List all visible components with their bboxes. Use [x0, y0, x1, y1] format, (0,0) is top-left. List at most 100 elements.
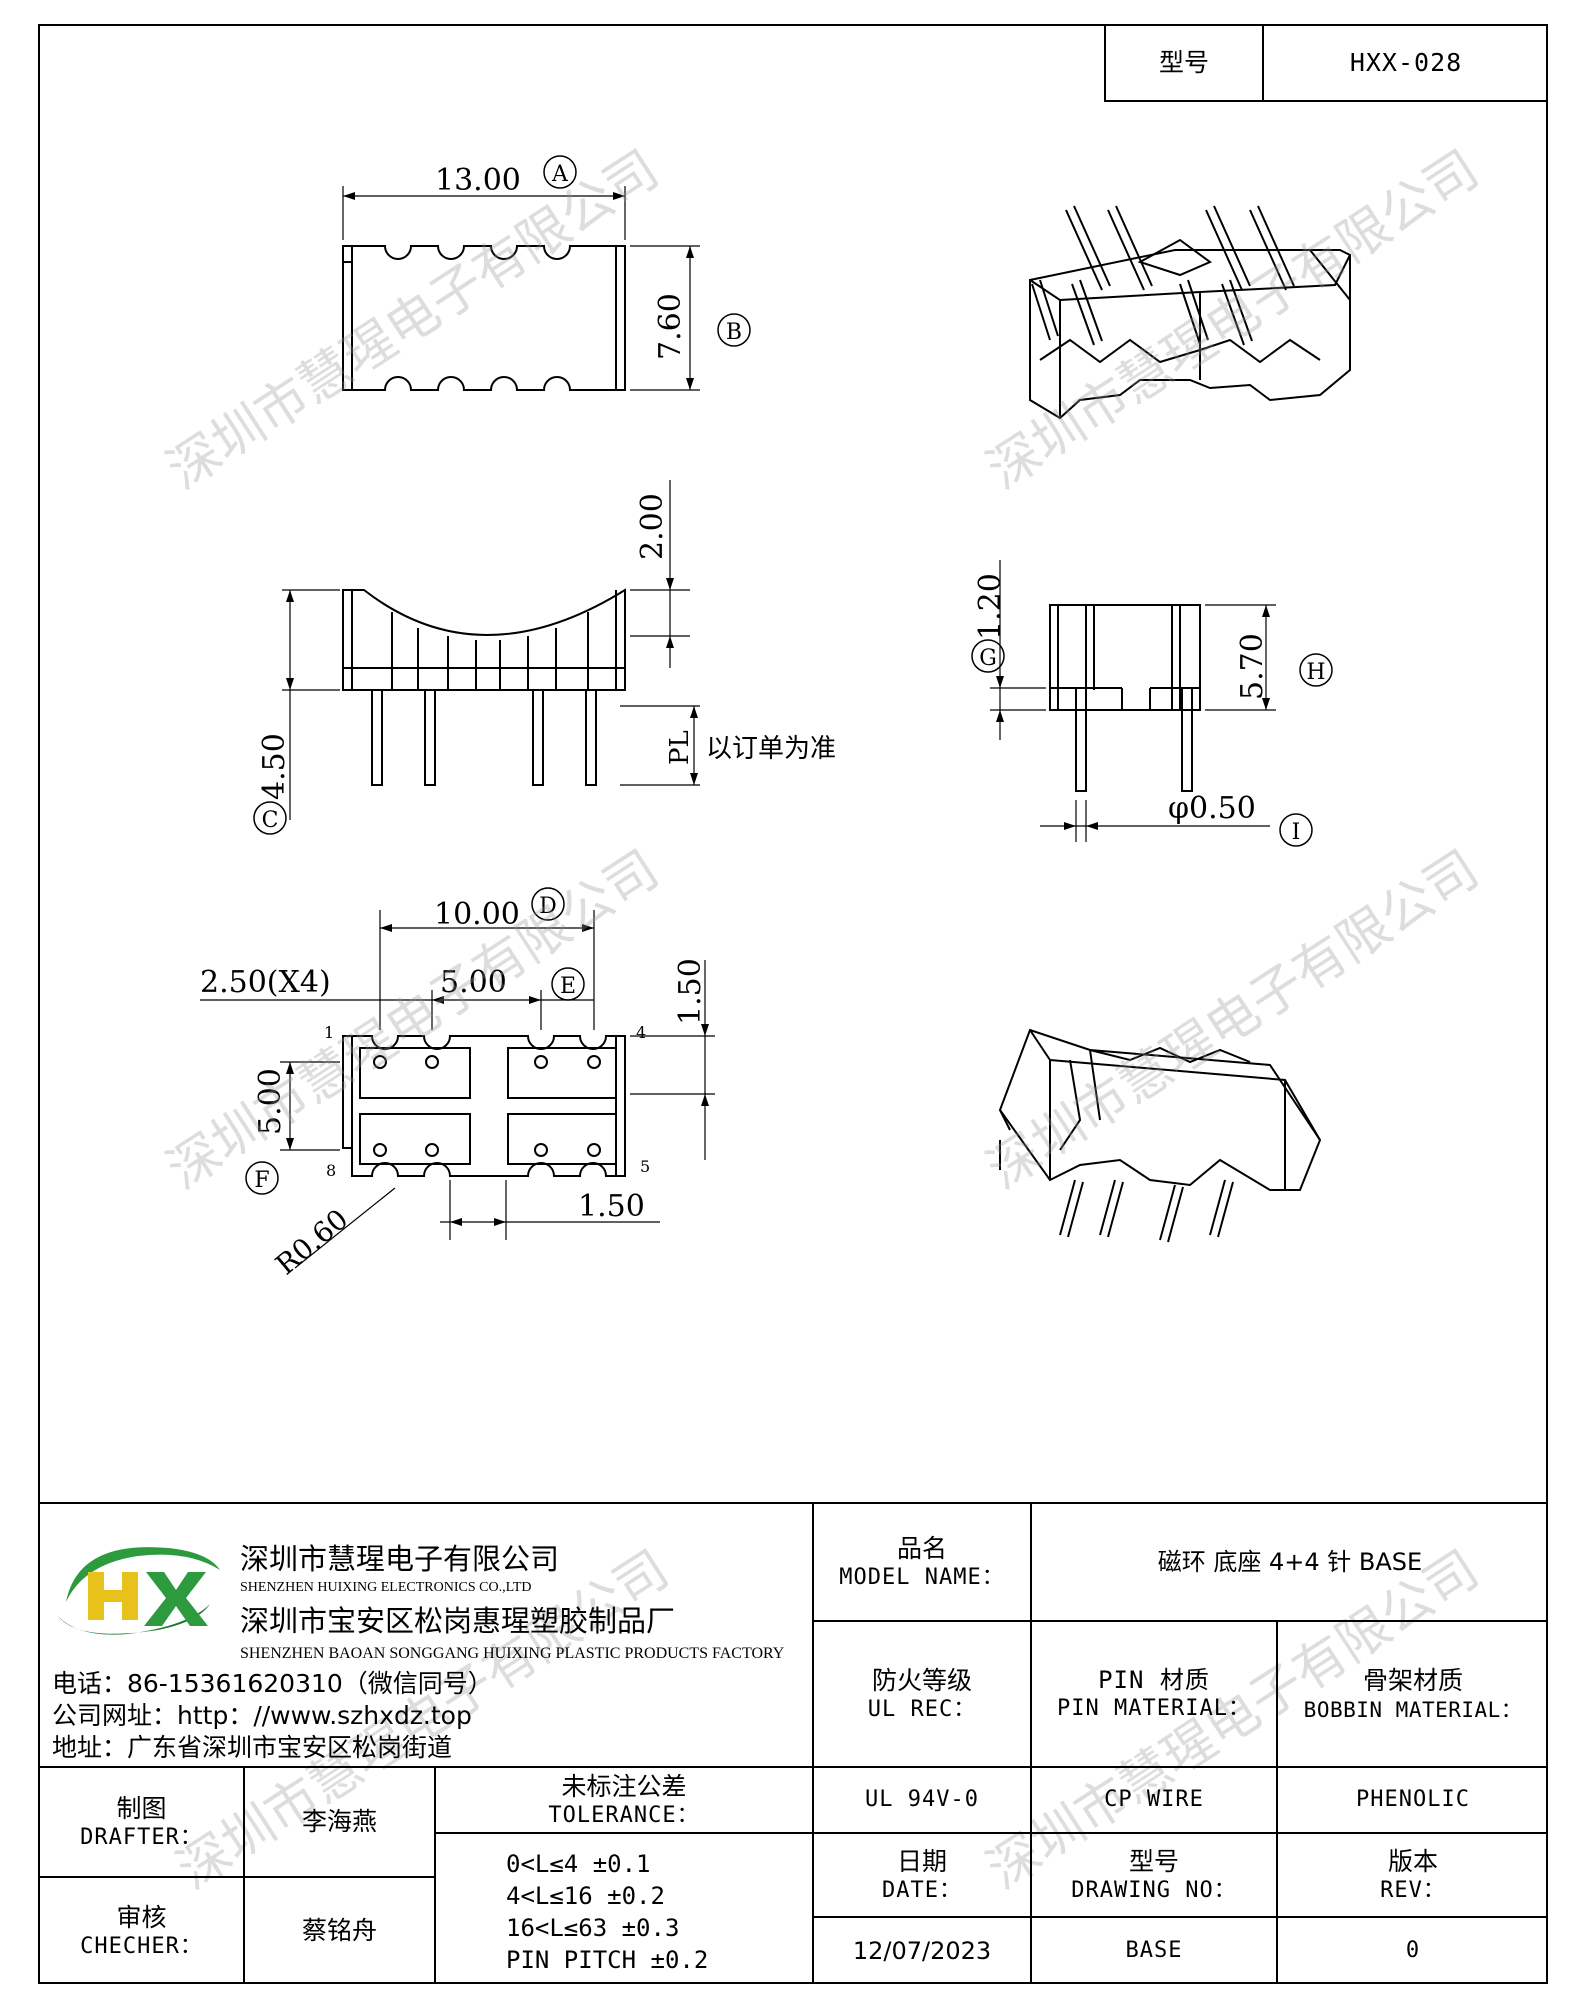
dim-side-offset: 1.50: [673, 958, 708, 1025]
side-view: [990, 560, 1276, 842]
titleblock-vline-3: [1276, 1620, 1278, 1984]
header-box-top: [1106, 24, 1548, 26]
ul-rec-en: UL REC：: [867, 1696, 977, 1722]
top-view: [342, 186, 700, 391]
ul-rec-label: 防火等级 UL REC：: [814, 1622, 1030, 1766]
checker-cn: 审核: [116, 1902, 167, 1932]
dim-g-tag: G: [979, 646, 997, 671]
tolerance-line-4: PIN PITCH ±0.2: [506, 1946, 709, 1974]
ul-rec-value: UL 94V-0: [865, 1787, 979, 1813]
header-box-left: [1104, 24, 1106, 102]
company-website[interactable]: 公司网址：http：//www.szhxdz.top: [52, 1701, 472, 1730]
bobbin-material-cn: 骨架材质: [1362, 1666, 1463, 1696]
pin-material-cn: PIN 材质: [1098, 1666, 1210, 1695]
date-cn: 日期: [896, 1846, 947, 1876]
pin-material-label: PIN 材质 PIN MATERIAL：: [1032, 1622, 1276, 1766]
pin-8-label: 8: [326, 1161, 336, 1180]
dim-d-tag: D: [539, 894, 557, 919]
company-logo: [48, 1530, 220, 1650]
model-name-label: 品名 MODEL NAME：: [814, 1504, 1030, 1620]
dim-c-value: 4.50: [257, 733, 292, 800]
dim-radius: R0.60: [269, 1202, 354, 1281]
checker-label: 审核 CHECHER：: [40, 1878, 243, 1984]
tolerance-cn: 未标注公差: [561, 1771, 687, 1801]
bottom-view: [200, 910, 715, 1269]
titleblock-line-5: [38, 1876, 434, 1878]
titleblock-line-2: [812, 1620, 1548, 1622]
rev-label: 版本 REV：: [1278, 1834, 1548, 1916]
dim-e-tag: E: [560, 974, 576, 999]
rev-value: 0: [1405, 1938, 1421, 1964]
model-name-cn: 品名: [896, 1533, 947, 1563]
dim-i-tag: I: [1292, 820, 1301, 845]
drafter-en: DRAFTER：: [80, 1824, 203, 1850]
header-box-divider: [1262, 24, 1264, 102]
dim-f-value: 5.00: [253, 1068, 288, 1135]
dim-c-tag: C: [262, 808, 279, 833]
tolerance-line-1: 0<L≤4 ±0.1: [506, 1850, 651, 1878]
titleblock-line-4: [812, 1832, 1548, 1834]
dim-b-value: 7.60: [653, 293, 688, 360]
pin-4-label: 4: [636, 1023, 646, 1042]
bobbin-material-label: 骨架材质 BOBBIN MATERIAL：: [1278, 1622, 1548, 1766]
ul-rec-cn: 防火等级: [871, 1665, 972, 1695]
titleblock-tol-line: [434, 1832, 812, 1834]
logo-graphic: [58, 1547, 220, 1635]
pl-note: 以订单为准: [706, 734, 836, 764]
dim-d-value: 10.00: [434, 897, 520, 932]
dim-pl: PL: [665, 730, 695, 765]
dim-h-value: 5.70: [1235, 633, 1270, 700]
company-address: 地址：广东省深圳市宝安区松岗街道: [52, 1733, 453, 1762]
dim-bottom-offset: 1.50: [578, 1189, 645, 1224]
drawing-no-label: 型号 DRAWING NO：: [1032, 1834, 1276, 1916]
factory-name-cn: 深圳市宝安区松岗惠瑆塑胶制品厂: [240, 1604, 676, 1638]
drawing-no-cn: 型号: [1128, 1846, 1179, 1876]
rev-cn: 版本: [1387, 1846, 1438, 1876]
front-view: [282, 480, 700, 820]
pin-1-label: 1: [324, 1023, 334, 1042]
dim-e-pitch: 2.50(X4): [200, 965, 331, 1000]
pin-material-value: CP WIRE: [1104, 1787, 1204, 1813]
date-value: 12/07/2023: [852, 1937, 992, 1965]
dim-h-tag: H: [1306, 660, 1325, 685]
dim-b-tag: B: [726, 320, 742, 345]
date-label: 日期 DATE：: [814, 1834, 1030, 1916]
factory-name-en: SHENZHEN BAOAN SONGGANG HUIXING PLASTIC …: [240, 1645, 785, 1662]
drawing-no-value: BASE: [1125, 1938, 1183, 1964]
titleblock-top-line: [38, 1502, 1548, 1504]
date-en: DATE：: [882, 1877, 962, 1903]
drafter-label: 制图 DRAFTER：: [40, 1768, 243, 1876]
company-name-cn: 深圳市慧瑆电子有限公司: [240, 1542, 560, 1576]
dim-i-value: φ0.50: [1168, 791, 1256, 826]
model-name-en: MODEL NAME：: [839, 1564, 1005, 1590]
company-phone: 电话：86-15361620310（微信同号）: [52, 1669, 493, 1698]
titleblock-vline-2: [1030, 1502, 1032, 1984]
model-value: HXX-028: [1349, 48, 1463, 78]
company-name-en: SHENZHEN HUIXING ELECTRONICS CO.,LTD: [240, 1580, 532, 1595]
tolerance-en: TOLERANCE：: [548, 1802, 700, 1828]
header-box-bottom: [1106, 100, 1548, 102]
tolerance-list: 0<L≤4 ±0.1 4<L≤16 ±0.2 16<L≤63 ±0.3 PIN …: [506, 1848, 708, 1976]
tolerance-label: 未标注公差 TOLERANCE：: [436, 1768, 812, 1832]
model-name-value: 磁环 底座 4+4 针 BASE: [1157, 1548, 1423, 1576]
titleblock-vline-drafter: [243, 1766, 245, 1984]
titleblock-vline-main: [812, 1502, 814, 1984]
tolerance-line-2: 4<L≤16 ±0.2: [506, 1882, 665, 1910]
isometric-view-top: [1029, 205, 1351, 420]
dim-e-value: 5.00: [440, 965, 507, 1000]
drafter-cn: 制图: [116, 1793, 167, 1823]
rev-en: REV：: [1380, 1877, 1446, 1903]
dim-top-offset: 2.00: [635, 493, 670, 560]
dim-a-tag: A: [551, 162, 569, 187]
drawing-no-en: DRAWING NO：: [1071, 1877, 1237, 1903]
isometric-view-bottom: [998, 1028, 1322, 1243]
titleblock-line-3: [38, 1766, 1548, 1768]
dim-f-tag: F: [254, 1168, 269, 1193]
titleblock-line-6: [812, 1916, 1548, 1918]
bobbin-material-value: PHENOLIC: [1356, 1787, 1470, 1813]
dim-a-value: 13.00: [435, 163, 521, 198]
pin-5-label: 5: [640, 1157, 650, 1176]
checker-value: 蔡铭舟: [301, 1916, 377, 1946]
bobbin-material-en: BOBBIN MATERIAL：: [1303, 1697, 1523, 1722]
tolerance-line-3: 16<L≤63 ±0.3: [506, 1914, 680, 1942]
